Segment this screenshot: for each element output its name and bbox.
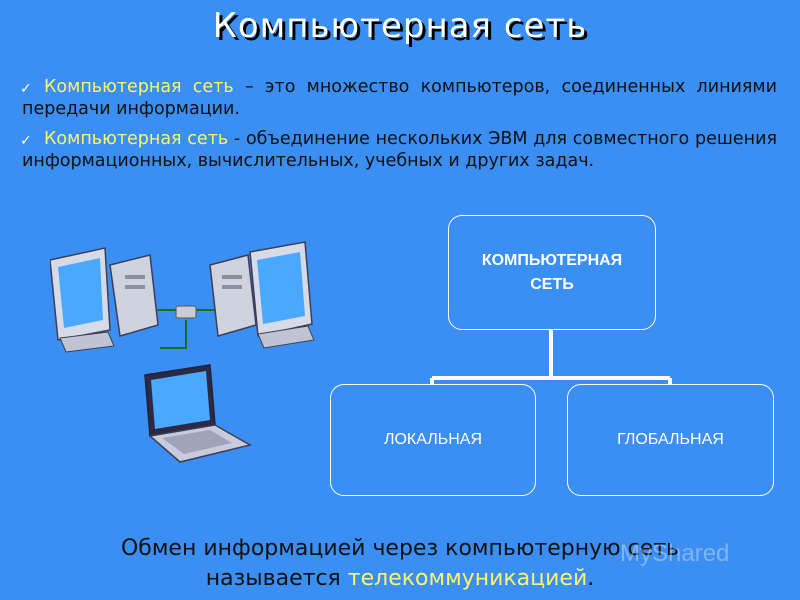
desktop-computer-icon <box>209 241 315 349</box>
slide-title: Компьютерная сеть <box>212 6 588 46</box>
hub-icon <box>175 305 197 319</box>
footer-line1: Обмен информацией через компьютерную сет… <box>120 536 680 561</box>
checkmark-icon: ✓ <box>20 81 32 97</box>
laptop-icon <box>144 364 253 463</box>
diagram-root-line1: КОМПЬЮТЕРНАЯ <box>481 251 623 269</box>
bullet-rest: – это множество компьютеров, соединенных… <box>22 77 778 119</box>
network-illustration <box>50 241 315 463</box>
diagram-root-line2: СЕТЬ <box>530 275 574 293</box>
bullet-text: Компьютерная сеть - объединение нескольк… <box>22 128 777 172</box>
checkmark-icon: ✓ <box>20 133 32 149</box>
cable-lines <box>155 309 218 349</box>
footer-line2: называется телекоммуникацией. <box>0 564 800 594</box>
desktop-computer-icon <box>50 247 159 353</box>
footer-prefix: называется <box>205 566 348 591</box>
bullet-item: ✓ Компьютерная сеть - объединение нескол… <box>20 128 777 172</box>
slide-footer: Обмен информацией через компьютерную сет… <box>0 534 800 594</box>
footer-highlight: телекоммуникацией <box>347 566 588 591</box>
bullet-rest: - объединение нескольких ЭВМ для совмест… <box>22 129 777 171</box>
bullet-list: ✓ Компьютерная сеть – это множество комп… <box>20 76 777 180</box>
footer-suffix: . <box>587 566 595 591</box>
diagram-node-local: ЛОКАЛЬНАЯ <box>330 384 536 496</box>
watermark-logo: MyShared <box>620 540 730 567</box>
diagram-root-node: КОМПЬЮТЕРНАЯ СЕТЬ <box>448 215 656 330</box>
bullet-term: Компьютерная сеть <box>44 129 229 149</box>
diagram-node-global: ГЛОБАЛЬНАЯ <box>567 384 774 496</box>
bullet-term: Компьютерная сеть <box>44 77 234 97</box>
bullet-item: ✓ Компьютерная сеть – это множество комп… <box>20 76 777 120</box>
bullet-text: Компьютерная сеть – это множество компью… <box>22 76 777 120</box>
